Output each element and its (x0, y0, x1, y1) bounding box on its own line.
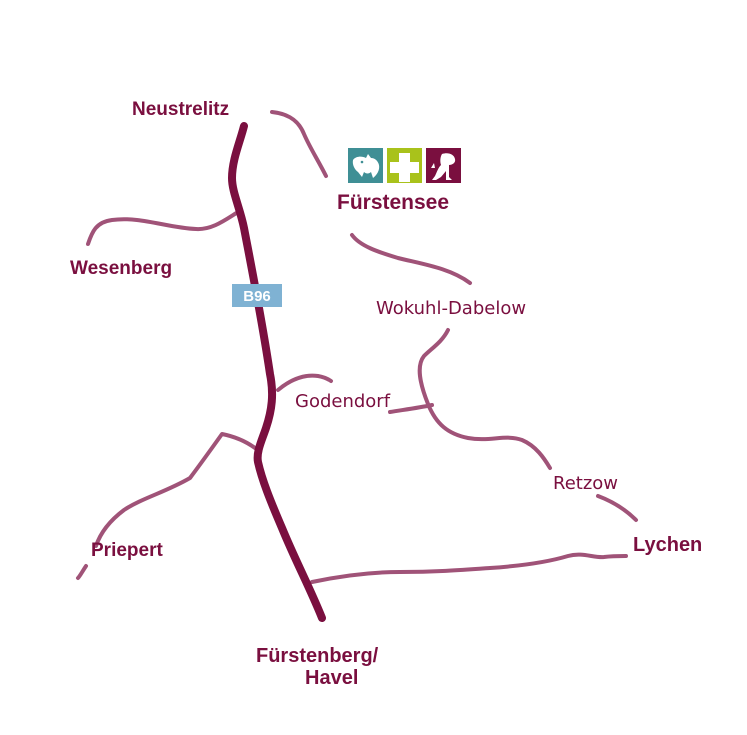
label-fuerstenberg-line2: Havel (305, 667, 358, 689)
cow-horse-icon (348, 148, 383, 183)
road-neustrelitz-fuerstensee (270, 110, 328, 178)
label-wesenberg: Wesenberg (70, 258, 172, 279)
label-godendorf: Godendorf (295, 391, 391, 412)
road-wesenberg (86, 210, 240, 246)
label-lychen: Lychen (633, 534, 702, 556)
road-priepert (94, 432, 257, 548)
road-priepert-south (76, 564, 88, 580)
dog-cat-icon (426, 148, 461, 183)
b96-shield-background (232, 284, 282, 307)
road-b96-godendorf (276, 373, 333, 392)
label-priepert: Priepert (91, 540, 163, 561)
b96-shield: B96 (232, 284, 282, 307)
road-fuerstenberg-lychen (310, 552, 628, 584)
cross-icon (387, 148, 422, 183)
road-godendorf-spur (388, 403, 434, 414)
fuerstensee-icons (348, 148, 461, 183)
label-retzow: Retzow (553, 473, 618, 494)
label-neustrelitz: Neustrelitz (132, 99, 229, 120)
label-fuerstenberg-line1: Fürstenberg/ (256, 645, 379, 667)
label-fuerstensee: Fürstensee (337, 191, 449, 214)
b96-shield-label: B96 (243, 288, 271, 305)
road-wokuhl-lychen (417, 328, 552, 470)
label-wokuhl-dabelow: Wokuhl-Dabelow (376, 298, 526, 319)
road-retzow-lychen (596, 494, 638, 522)
road-b96 (228, 122, 326, 622)
road-fuerstensee-wokuhl (350, 233, 472, 285)
